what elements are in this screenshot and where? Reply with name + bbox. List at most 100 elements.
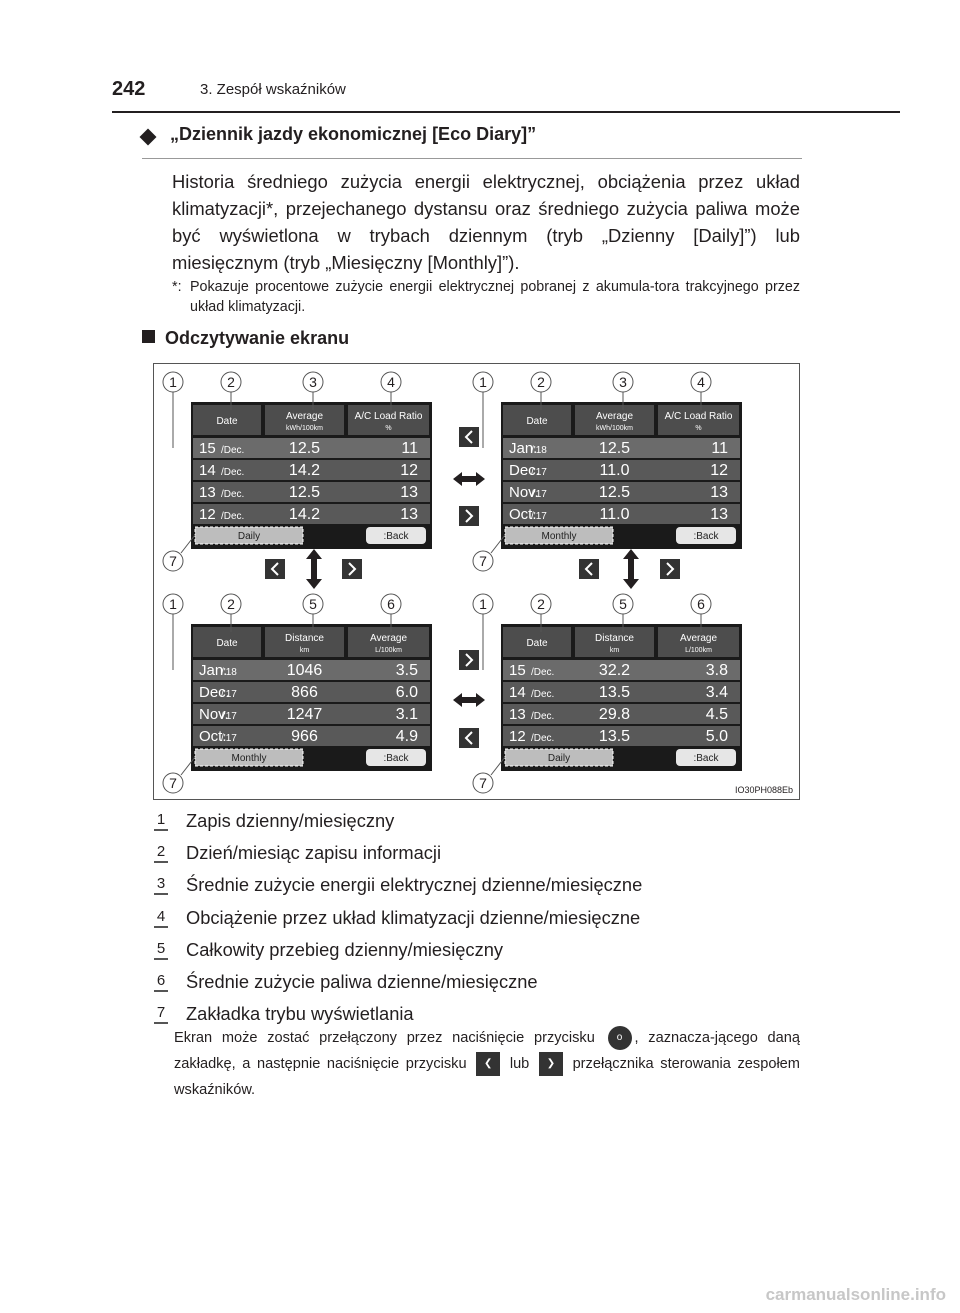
footnote: *: Pokazuje procentowe zużycie energii e… bbox=[172, 277, 800, 317]
row-date-main: 14 bbox=[199, 462, 216, 479]
row-value-1: 1247 bbox=[287, 706, 323, 723]
column-unit: km bbox=[610, 647, 620, 654]
callout-number: 1 bbox=[479, 374, 487, 390]
row-date-sub: /Dec. bbox=[221, 467, 244, 478]
row-date-main: 13 bbox=[199, 484, 216, 501]
row-value-2: 13 bbox=[400, 484, 418, 501]
table-row bbox=[503, 704, 740, 724]
row-date-sub: /Dec. bbox=[531, 667, 554, 678]
row-value-1: 12.5 bbox=[599, 484, 630, 501]
row-value-1: 1046 bbox=[287, 662, 323, 679]
callout-number: 7 bbox=[169, 553, 177, 569]
table-row bbox=[503, 460, 740, 480]
section-heading-text: Odczytywanie ekranu bbox=[165, 328, 350, 348]
legend-text: Średnie zużycie paliwa dzienne/miesięczn… bbox=[186, 970, 538, 992]
page-header: 242 3. Zespół wskaźników bbox=[112, 78, 346, 101]
row-value-2: 11 bbox=[401, 440, 418, 457]
column-header: Distance bbox=[595, 633, 634, 644]
row-date-main: Nov. bbox=[199, 706, 229, 723]
header-cell bbox=[503, 627, 571, 657]
column-header: A/C Load Ratio bbox=[665, 411, 733, 422]
callout-number: 3 bbox=[619, 374, 627, 390]
column-header: Average bbox=[370, 633, 408, 644]
row-date-main: Dec. bbox=[509, 462, 540, 479]
header-cell bbox=[503, 405, 571, 435]
table-row bbox=[193, 682, 430, 702]
section-heading: Odczytywanie ekranu bbox=[142, 328, 349, 349]
callout-number: 6 bbox=[697, 596, 705, 612]
legend-number: 6 bbox=[154, 972, 168, 992]
section-title: 3. Zespół wskaźników bbox=[200, 81, 346, 98]
row-value-1: 11.0 bbox=[600, 506, 630, 523]
column-unit: kWh/100km bbox=[286, 425, 323, 432]
table-row bbox=[193, 504, 430, 524]
table-row bbox=[193, 704, 430, 724]
row-date-main: 12 bbox=[509, 728, 526, 745]
row-date-main: Oct. bbox=[509, 506, 537, 523]
row-value-2: 3.4 bbox=[706, 684, 728, 701]
callout-number: 2 bbox=[227, 374, 235, 390]
table-row bbox=[193, 482, 430, 502]
footnote-text: Pokazuje procentowe zużycie energii elek… bbox=[190, 279, 800, 315]
row-value-2: 13 bbox=[710, 506, 728, 523]
row-value-1: 13.5 bbox=[599, 728, 630, 745]
legend-text: Zakładka trybu wyświetlania bbox=[186, 1003, 414, 1025]
header-cell bbox=[575, 627, 654, 657]
left-arrow-icon bbox=[265, 559, 285, 579]
header-cell bbox=[575, 405, 654, 435]
row-value-1: 966 bbox=[291, 728, 318, 745]
row-value-1: 866 bbox=[291, 684, 318, 701]
mode-tab-label: Monthly bbox=[231, 753, 266, 764]
ok-button-icon: o bbox=[607, 1026, 632, 1051]
callout-circle bbox=[472, 550, 494, 572]
column-header: Average bbox=[680, 633, 718, 644]
right-arrow-button-icon: ❯ bbox=[538, 1052, 563, 1077]
right-arrow-icon bbox=[459, 650, 479, 670]
row-value-2: 3.1 bbox=[396, 706, 418, 723]
callout-number: 2 bbox=[537, 596, 545, 612]
instruction-paragraph: Ekran może zostać przełączony przez naci… bbox=[174, 1025, 800, 1103]
row-date-sub: /Dec. bbox=[221, 445, 244, 456]
column-unit: % bbox=[695, 425, 701, 432]
legend-text: Dzień/miesiąc zapisu informacji bbox=[186, 842, 442, 864]
column-header: Date bbox=[526, 638, 548, 649]
row-date-sub: /Dec. bbox=[531, 733, 554, 744]
row-date-sub: /'17 bbox=[531, 489, 547, 500]
row-date-main: Jan. bbox=[509, 440, 537, 457]
legend-number: 1 bbox=[154, 811, 168, 831]
arrow-glyph bbox=[465, 653, 474, 667]
column-unit: kWh/100km bbox=[596, 425, 633, 432]
row-date-sub: /'17 bbox=[531, 511, 547, 522]
instruction-part1: Ekran może zostać przełączony przez naci… bbox=[174, 1030, 595, 1046]
instruction-part4: przełącznika sterowania zespołem wskaźni… bbox=[174, 1056, 800, 1098]
callout-number: 5 bbox=[619, 596, 627, 612]
left-arrow-icon bbox=[459, 728, 479, 748]
arrow-glyph bbox=[270, 562, 279, 576]
row-value-2: 13 bbox=[400, 506, 418, 523]
row-value-1: 32.2 bbox=[599, 662, 630, 679]
legend-number: 5 bbox=[154, 940, 168, 960]
square-bullet-icon bbox=[142, 330, 155, 343]
callout-number: 7 bbox=[169, 775, 177, 791]
figure-id: IO30PH088Eb bbox=[735, 785, 793, 795]
column-unit: L/100km bbox=[375, 647, 402, 654]
row-value-1: 12.5 bbox=[289, 440, 320, 457]
table-row bbox=[193, 726, 430, 746]
right-arrow-icon bbox=[342, 559, 362, 579]
row-date-main: 15 bbox=[199, 440, 216, 457]
legend-text: Średnie zużycie energii elektrycznej dzi… bbox=[186, 874, 643, 896]
row-date-sub: /'17 bbox=[221, 689, 237, 700]
row-value-1: 12.5 bbox=[599, 440, 630, 457]
row-date-sub: /Dec. bbox=[221, 511, 244, 522]
callout-circle bbox=[162, 772, 184, 794]
back-button bbox=[366, 527, 426, 544]
subsection-title: „Dziennik jazdy ekonomicznej [Eco Diary]… bbox=[170, 124, 537, 144]
callout-number: 7 bbox=[479, 553, 487, 569]
row-date-sub: /Dec. bbox=[531, 689, 554, 700]
row-date-sub: /Dec. bbox=[221, 489, 244, 500]
instruction-part2: , zaznacza-jącego daną zakładkę, a nastę… bbox=[174, 1030, 800, 1072]
column-header: Average bbox=[596, 411, 634, 422]
table-row bbox=[193, 660, 430, 680]
